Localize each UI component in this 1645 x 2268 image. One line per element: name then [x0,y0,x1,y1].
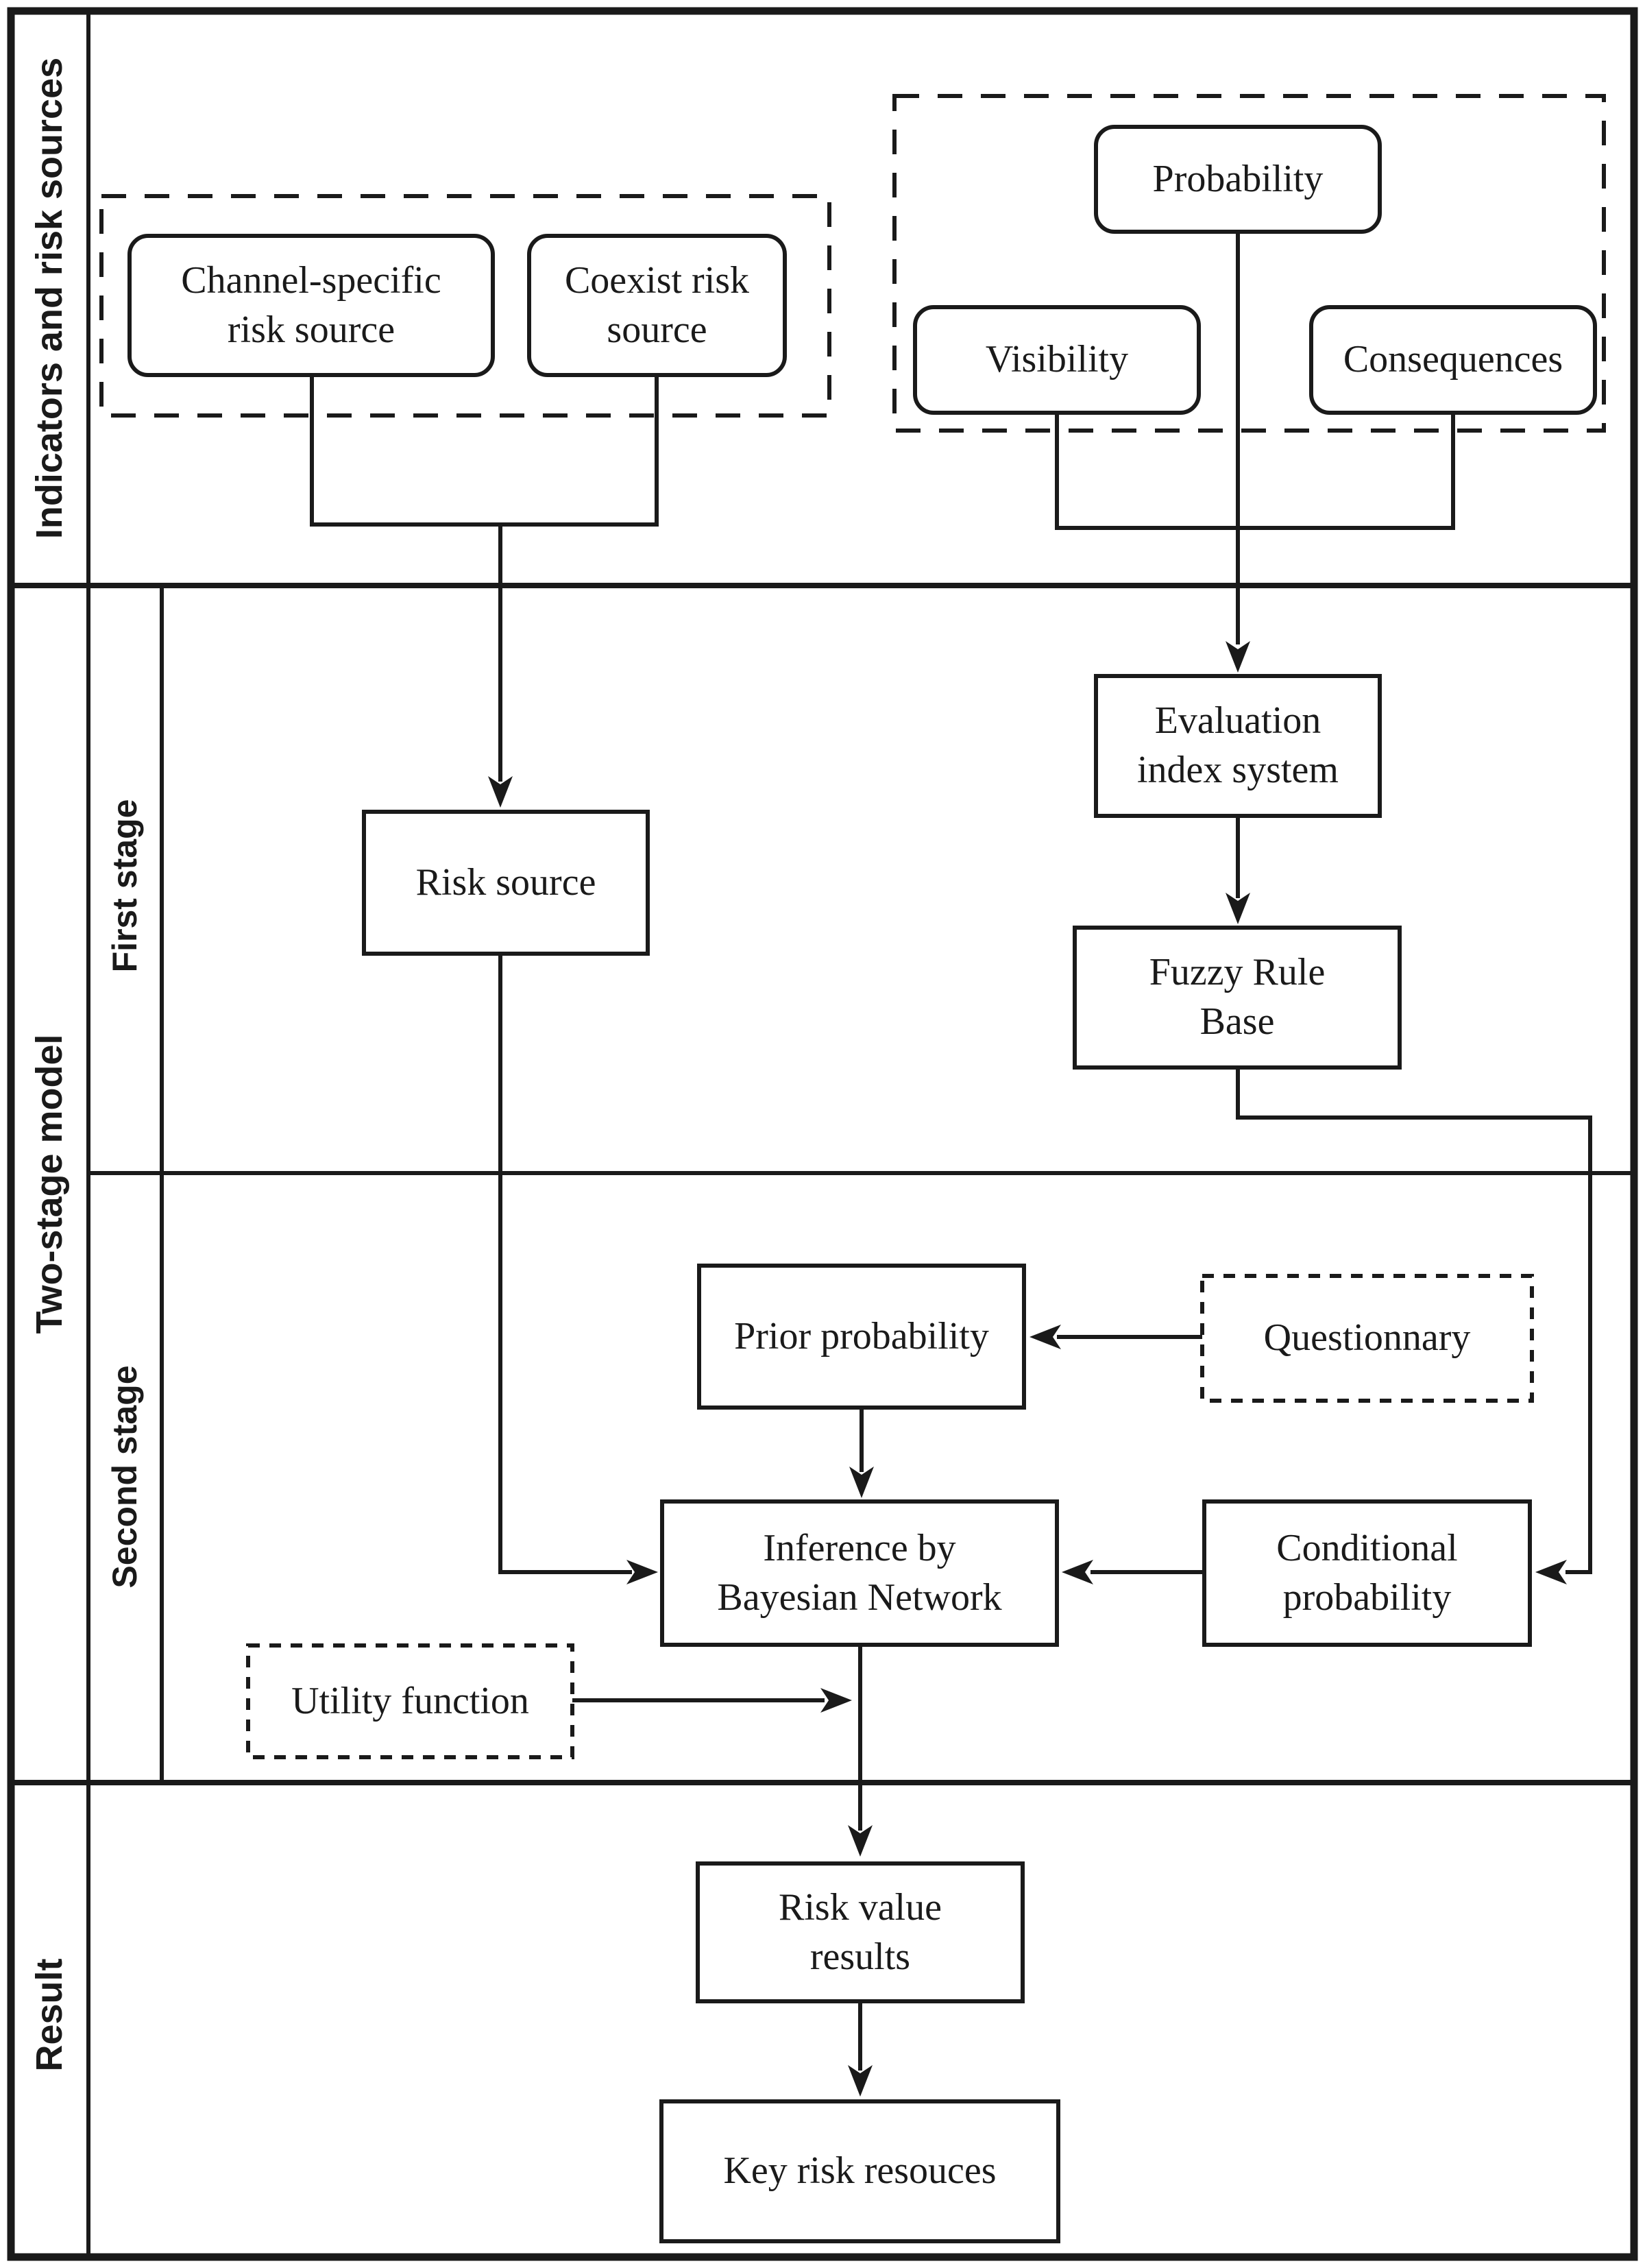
utility-dashed-border [246,1643,574,1759]
arrow-down-evaluation-icon [1226,641,1250,673]
questionnary-dashed-border [1200,1274,1534,1403]
node-key-risk-resources: Key risk resouces [659,2099,1060,2243]
node-risk-source: Risk source [362,810,650,956]
arrow-down-key-risk-icon [848,2065,873,2097]
connector-fuzzy-to-conditional [1236,1070,1592,1574]
arrow-left-inference-icon [1062,1560,1093,1584]
risk-sources-dashed-group [99,194,831,418]
node-inference-bayesian-network: Inference by Bayesian Network [660,1499,1059,1647]
outer-border [7,7,1638,2261]
arrow-down-risk-source-icon [488,776,513,808]
node-consequences: Consequences [1309,305,1597,415]
connector-risk-source-to-inference [498,956,632,1574]
arrow-left-prior-icon [1029,1325,1061,1349]
node-channel-specific-risk-source: Channel-specific risk source [127,234,495,377]
node-risk-value-results: Risk value results [696,1861,1025,2003]
node-questionnary: Questionnary [1263,1316,1471,1360]
indicators-dashed-group [892,94,1606,433]
band-label-first-stage: First stage [106,799,144,973]
node-prior-probability: Prior probability [697,1264,1026,1410]
node-coexist-risk-source: Coexist risk source [527,234,787,377]
band-label-indicators: Indicators and risk sources [29,57,70,540]
band-label-second-stage: Second stage [106,1365,144,1589]
node-fuzzy-rule-base: Fuzzy Rule Base [1073,926,1402,1070]
arrow-down-fuzzy-icon [1226,893,1250,924]
node-evaluation-index-system: Evaluation index system [1094,674,1382,818]
node-utility-function: Utility function [291,1679,529,1722]
node-visibility: Visibility [913,305,1201,415]
band-label-two-stage-model: Two-stage model [29,1034,70,1334]
arrow-down-risk-value-icon [848,1825,873,1857]
arrow-right-inference-icon [626,1560,658,1584]
node-conditional-probability: Conditional probability [1202,1499,1532,1647]
arrow-left-conditional-icon [1535,1560,1567,1584]
arrow-down-inference-icon [849,1467,874,1498]
node-probability: Probability [1094,125,1382,234]
band-label-result: Result [29,1958,70,2072]
arrow-right-utility-icon [820,1688,852,1713]
